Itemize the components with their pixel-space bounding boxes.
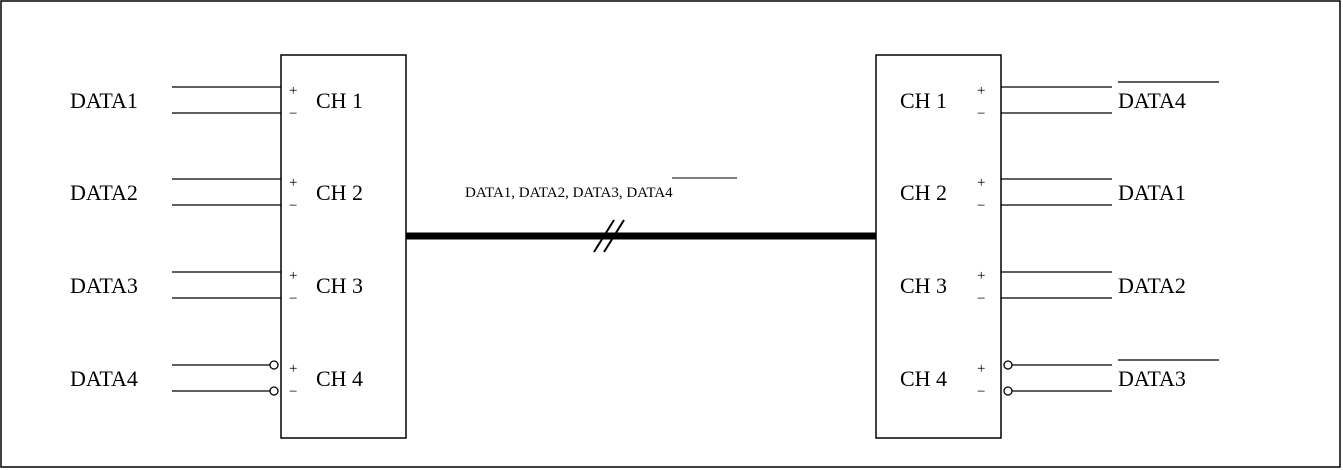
inversion-bubble [269, 386, 279, 396]
plus-sign: + [289, 175, 297, 191]
minus-sign: − [977, 198, 985, 214]
left-inputs: DATA1 + − CH 1 DATA2 + − CH 2 DATA3 + − CH 3 DATA4 + −… [70, 83, 363, 400]
right-signal-label: DATA1 [1118, 180, 1186, 205]
inversion-bubble [269, 360, 279, 370]
plus-sign: + [977, 175, 985, 191]
inversion-bubble [1003, 386, 1013, 396]
plus-sign: + [977, 361, 985, 377]
minus-sign: − [977, 106, 985, 122]
left-signal-label: DATA3 [70, 273, 138, 298]
right-signal-label: DATA3 [1118, 366, 1186, 391]
left-channel-label: CH 4 [316, 366, 363, 391]
inversion-bubble [1003, 360, 1013, 370]
plus-sign: + [289, 361, 297, 377]
bus-label-inverted: DATA4 [626, 185, 673, 201]
plus-sign: + [289, 268, 297, 284]
left-channel-label: CH 1 [316, 88, 363, 113]
left-channel-label: CH 2 [316, 180, 363, 205]
left-channel-block [280, 54, 407, 439]
left-signal-label: DATA1 [70, 88, 138, 113]
left-channel-label: CH 3 [316, 273, 363, 298]
plus-sign: + [977, 268, 985, 284]
minus-sign: − [289, 291, 297, 307]
bus-label: DATA1, DATA2, DATA3, DATA4 [465, 185, 673, 201]
right-signal-label: DATA2 [1118, 273, 1186, 298]
left-signal-label: DATA2 [70, 180, 138, 205]
right-channel-label: CH 3 [900, 273, 947, 298]
bus-slash-1 [593, 219, 615, 253]
minus-sign: − [289, 198, 297, 214]
right-channel-label: CH 2 [900, 180, 947, 205]
minus-sign: − [977, 384, 985, 400]
right-outputs: CH 1 + − DATA4 CH 2 + − DATA1 CH 3 + − DATA2 CH 4 + − D… [900, 81, 1219, 400]
right-channel-label: CH 1 [900, 88, 947, 113]
plus-sign: + [977, 83, 985, 99]
right-channel-label: CH 4 [900, 366, 947, 391]
right-channel-block [875, 54, 1002, 439]
left-signal-label: DATA4 [70, 366, 138, 391]
bus-slash-2 [603, 219, 625, 253]
bus-label-text: DATA1, DATA2, DATA3, [465, 185, 626, 201]
right-signal-label: DATA4 [1118, 88, 1186, 113]
minus-sign: − [289, 106, 297, 122]
minus-sign: − [977, 291, 985, 307]
plus-sign: + [289, 83, 297, 99]
minus-sign: − [289, 384, 297, 400]
